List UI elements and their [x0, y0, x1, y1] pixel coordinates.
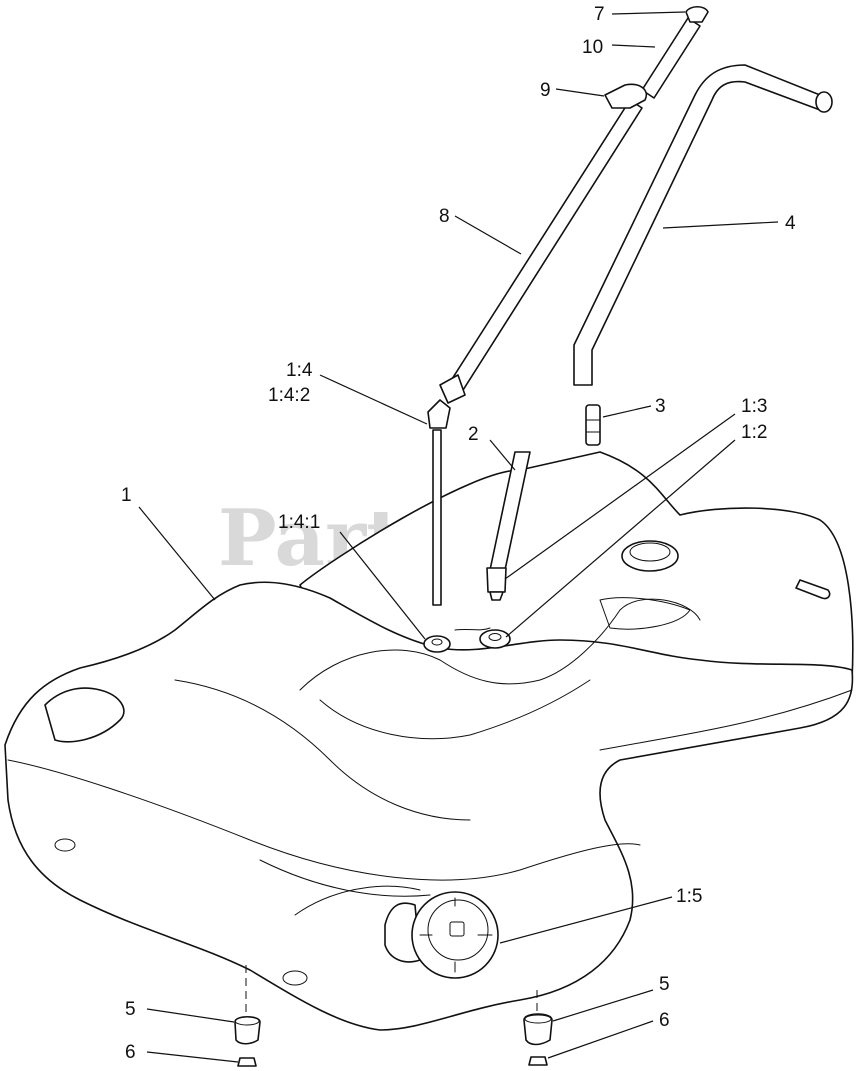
fuel-cap: [384, 891, 499, 979]
callout-1-3: 1:3: [741, 396, 767, 417]
tank-mount-left: [234, 965, 261, 1067]
callout-3: 3: [655, 396, 666, 417]
callout-1-4: 1:4: [286, 360, 313, 381]
fuel-line: [427, 5, 709, 606]
callout-4: 4: [785, 213, 796, 234]
callout-9: 9: [540, 80, 551, 101]
callout-5-right: 5: [659, 974, 670, 995]
tank-mount-right: [523, 990, 553, 1066]
callout-1-4-1: 1:4:1: [278, 512, 320, 533]
return-tube: [486, 451, 531, 601]
leader-lines: [138, 11, 779, 1063]
callout-6-right: 6: [659, 1010, 670, 1031]
callout-7: 7: [594, 4, 605, 25]
callout-1-4-2: 1:4:2: [268, 385, 310, 406]
callout-1-5: 1:5: [676, 886, 702, 907]
callout-2: 2: [468, 424, 479, 445]
vent-hose: [573, 64, 833, 446]
callout-5-left: 5: [125, 999, 136, 1020]
callout-1-2: 1:2: [741, 422, 767, 443]
callout-labels: 7 10 9 8 4 1:4 1:4:2 3 1:3 2 1:2 1 1:4:1…: [121, 4, 796, 1063]
callout-1: 1: [121, 485, 132, 506]
callout-6-left: 6: [125, 1042, 136, 1063]
callout-8: 8: [439, 206, 450, 227]
callout-10: 10: [582, 37, 603, 58]
